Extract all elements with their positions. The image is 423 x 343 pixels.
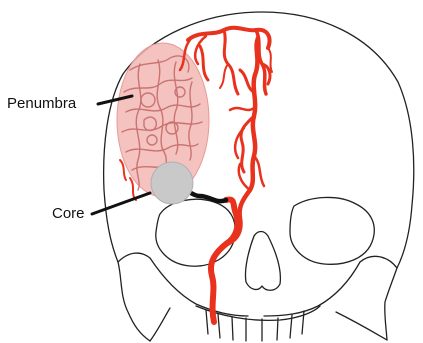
skull-jaw-right	[336, 312, 387, 340]
skull-cheek-left	[118, 253, 150, 262]
skull-orbit-left	[156, 199, 235, 266]
core-region	[151, 162, 193, 204]
skull-cheek-right	[360, 256, 397, 268]
core-leader-line	[92, 193, 150, 214]
skull-maxilla	[150, 258, 360, 316]
skull-jaw-left	[150, 308, 170, 341]
core-label: Core	[52, 205, 85, 222]
penumbra-label: Penumbra	[7, 95, 77, 112]
skull-nose	[245, 232, 280, 291]
skull-orbit-right	[290, 197, 374, 264]
